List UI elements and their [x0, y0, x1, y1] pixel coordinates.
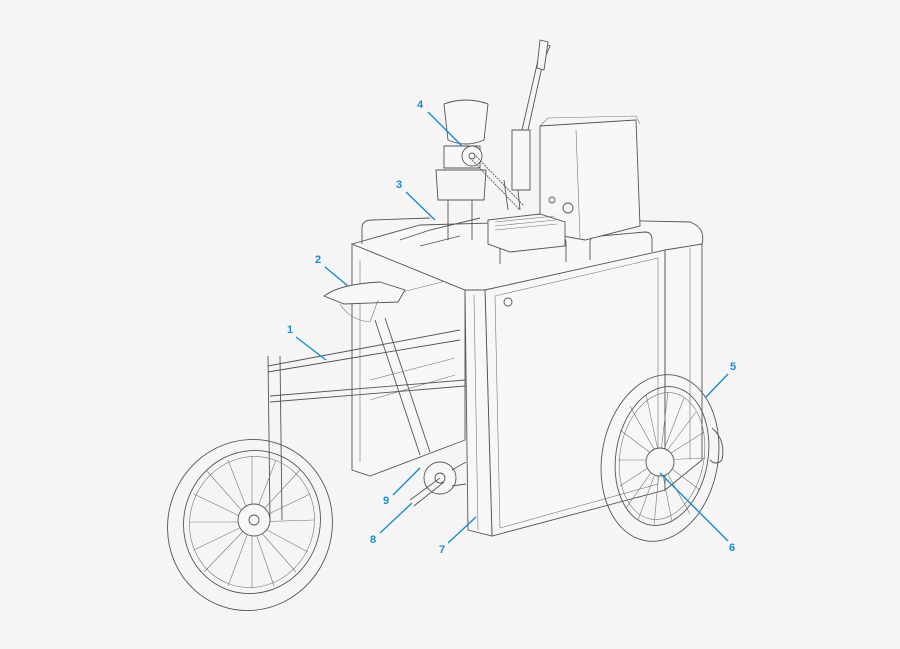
callout-2: 2 — [315, 254, 322, 266]
callout-3: 3 — [396, 179, 403, 191]
callout-1: 1 — [287, 324, 294, 336]
callout-leaders — [295, 111, 729, 544]
callout-7: 7 — [439, 544, 446, 556]
callout-6: 6 — [729, 542, 736, 554]
rear-wheel — [600, 374, 724, 542]
callout-8: 8 — [370, 534, 377, 546]
callout-5: 5 — [730, 361, 737, 373]
callout-4: 4 — [417, 99, 424, 111]
coffee-grinder — [435, 99, 525, 240]
espresso-machine — [487, 39, 641, 253]
cart-body — [350, 217, 704, 537]
front-wheel — [167, 439, 333, 611]
callout-9: 9 — [383, 495, 390, 507]
bicycle-frame — [267, 217, 481, 521]
